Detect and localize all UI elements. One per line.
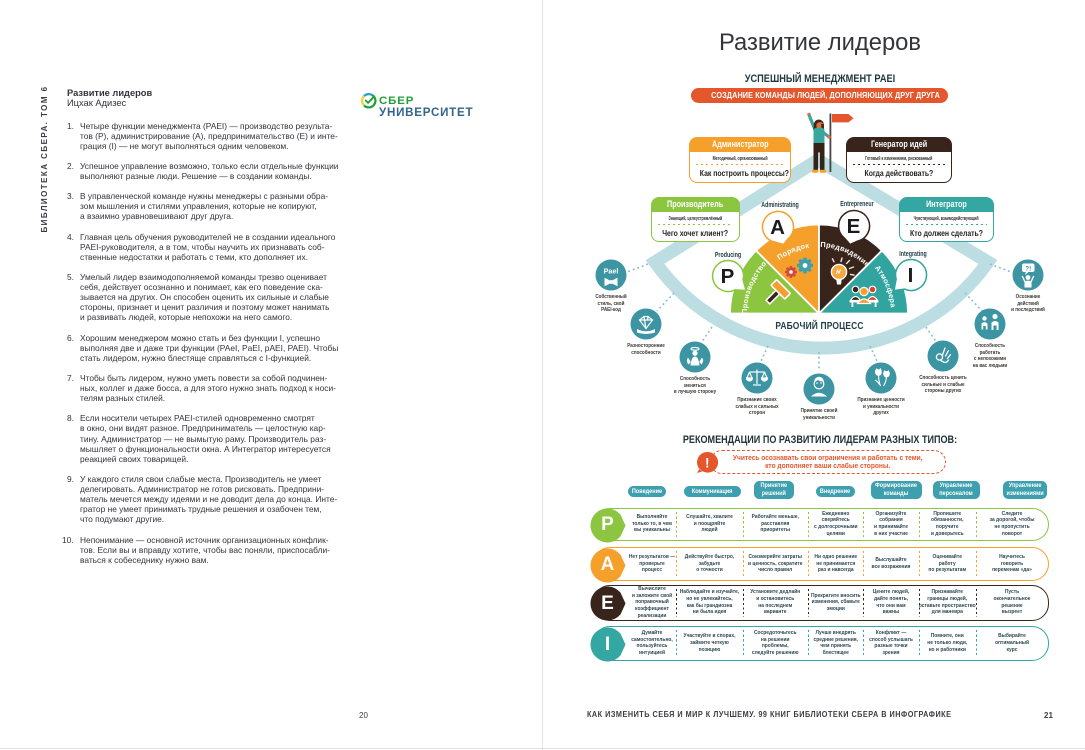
svg-text:E: E	[847, 215, 861, 238]
svg-text:A: A	[770, 216, 785, 239]
svg-text:?!: ?!	[1025, 265, 1031, 272]
svg-text:!: !	[705, 455, 710, 470]
svg-text:Pael: Pael	[604, 267, 619, 276]
svg-text:I: I	[908, 264, 914, 287]
svg-text:P: P	[721, 265, 735, 288]
